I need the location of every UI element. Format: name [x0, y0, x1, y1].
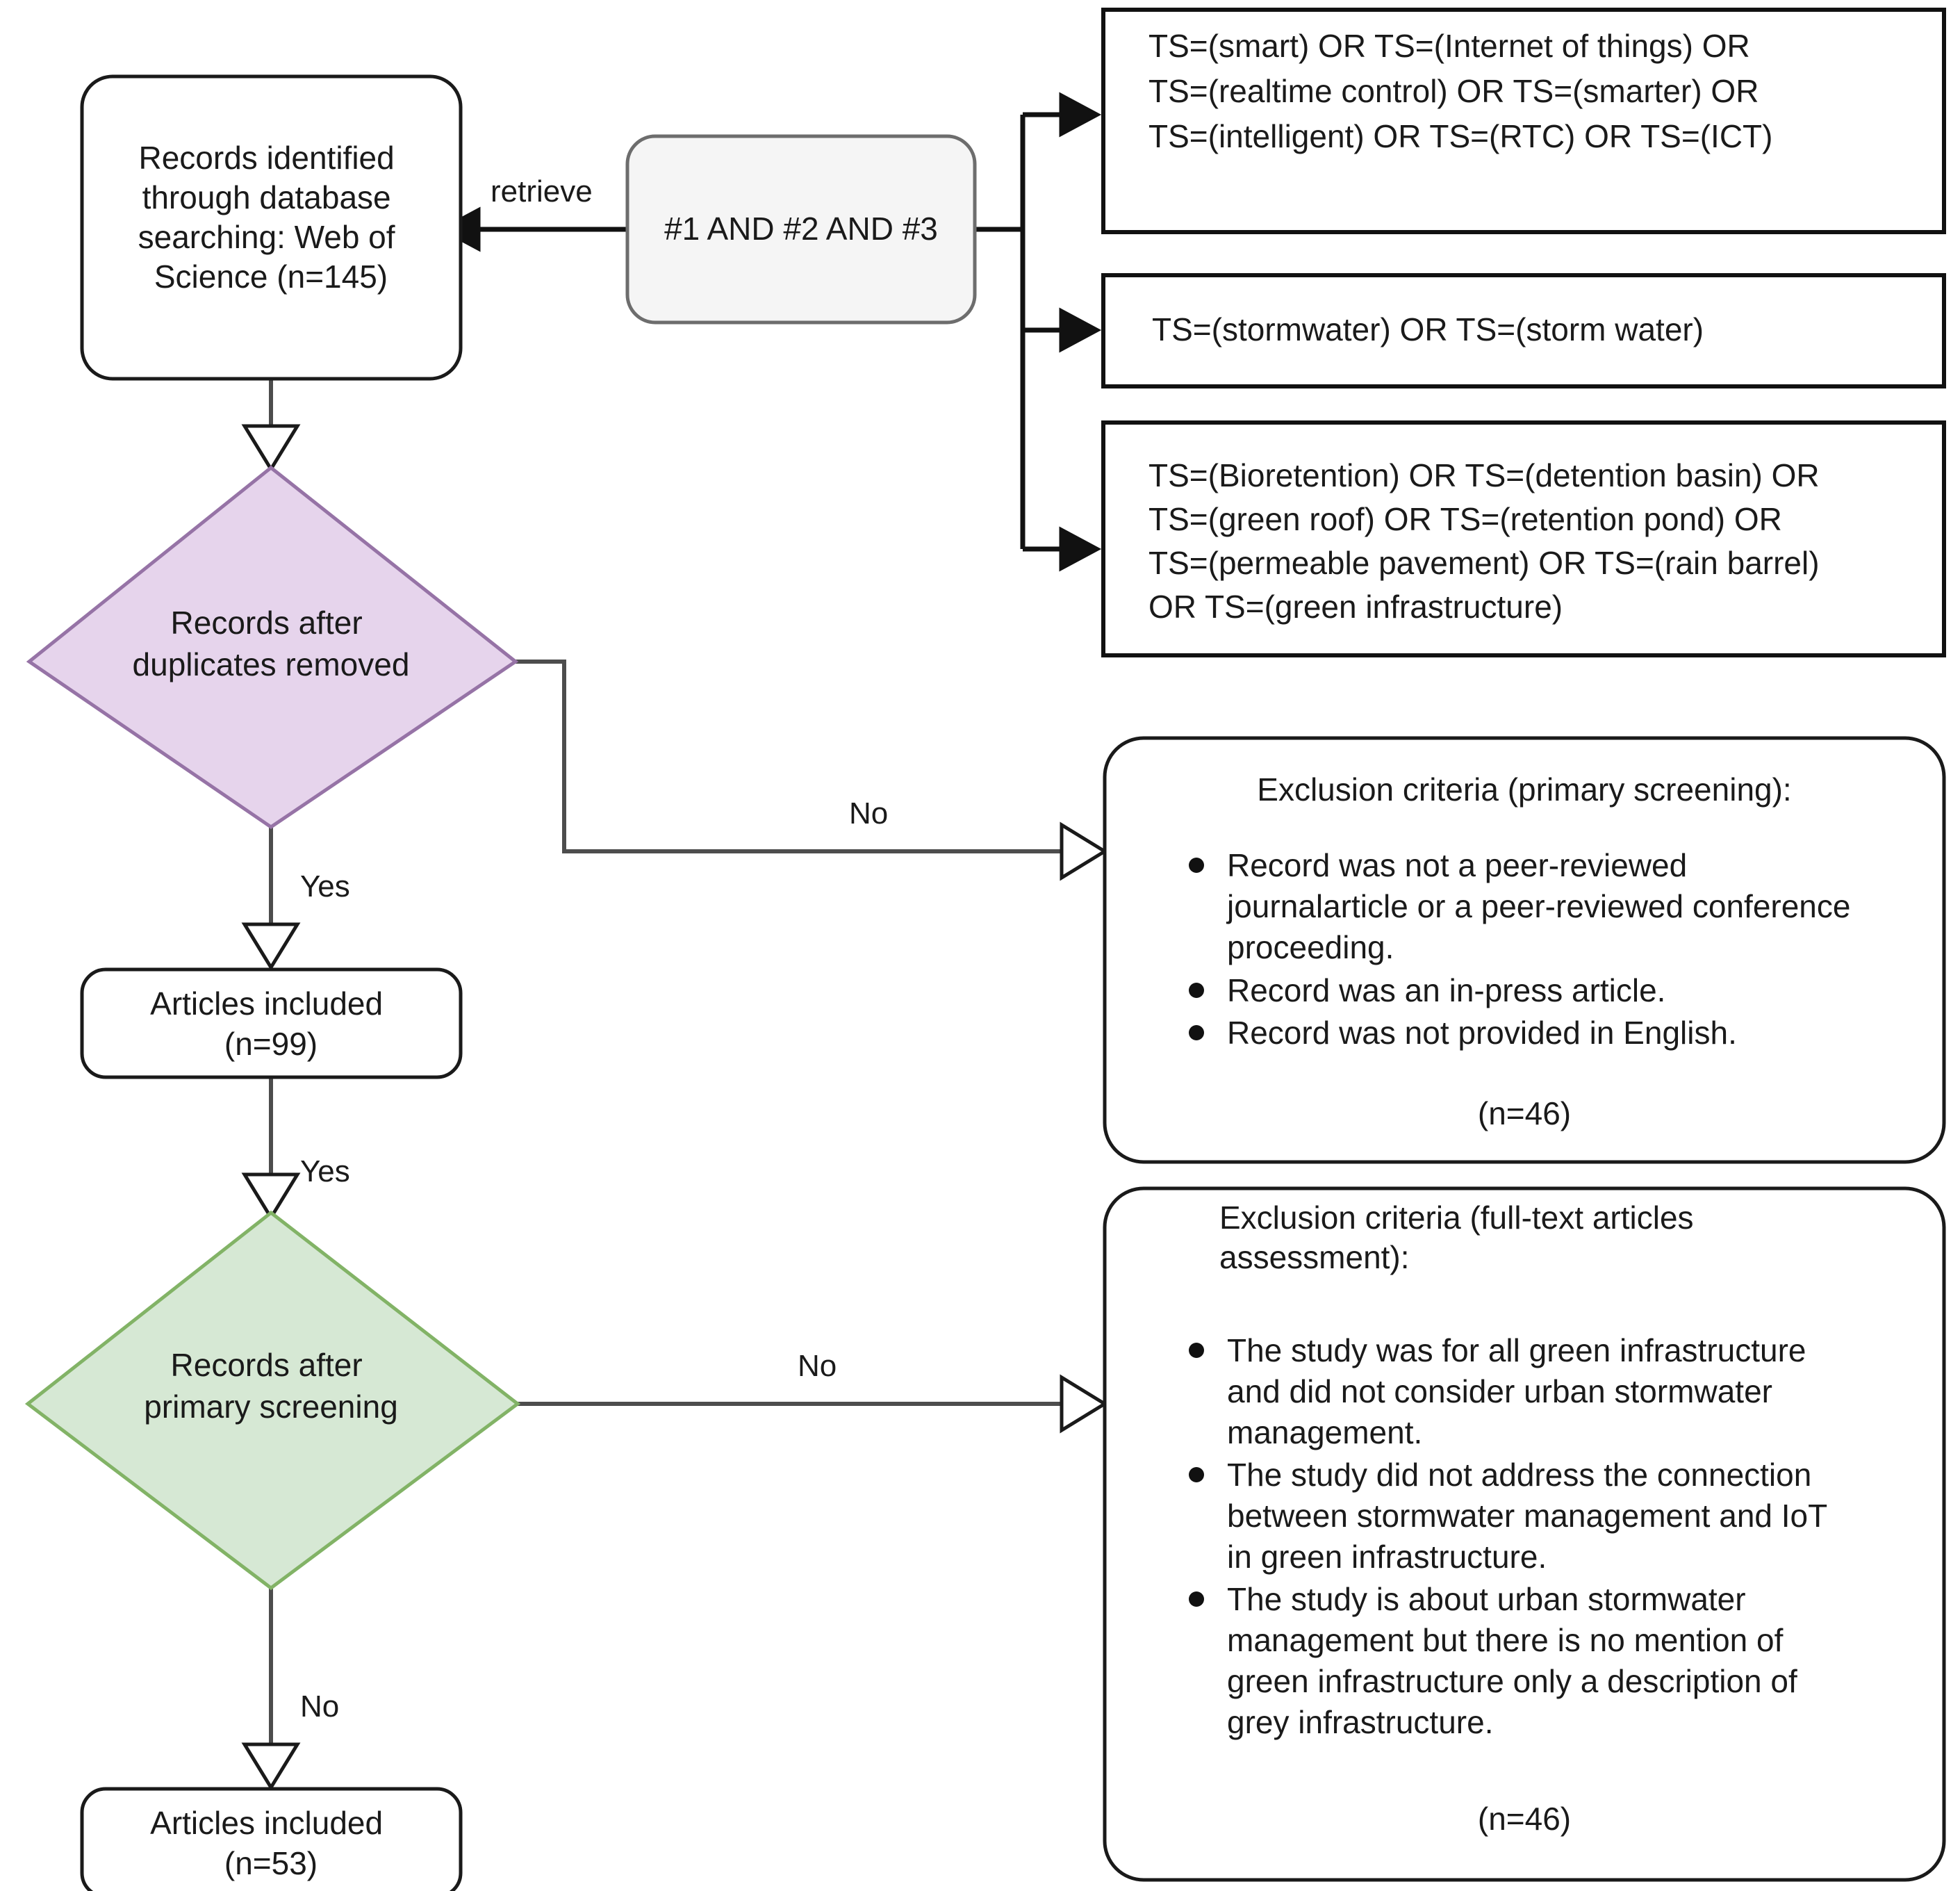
- bullet-icon: [1189, 1467, 1204, 1482]
- node-search-term-3[interactable]: TS=(Bioretention) OR TS=(detention basin…: [1101, 420, 1946, 657]
- articles-included-53-label: Articles included (n=53): [150, 1805, 392, 1881]
- query-combo-box[interactable]: [625, 134, 977, 325]
- edge-query-to-terms: [974, 92, 1101, 571]
- search-term-2-box[interactable]: [1101, 273, 1946, 388]
- edge-screening-no: [518, 1377, 1105, 1430]
- exclusion-primary-bullet-3: Record was not provided in English.: [1227, 1015, 1737, 1051]
- bullet-icon: [1189, 1591, 1204, 1607]
- node-exclusion-fulltext[interactable]: Exclusion criteria (full-text articles a…: [1103, 1186, 1946, 1882]
- node-search-term-1[interactable]: TS=(smart) OR TS=(Internet of things) OR…: [1101, 8, 1946, 234]
- exclusion-primary-heading: Exclusion criteria (primary screening):: [1257, 771, 1791, 808]
- bullet-icon: [1189, 1343, 1204, 1358]
- search-term-3-box[interactable]: [1101, 420, 1946, 657]
- node-primary-screening-decision[interactable]: Records after primary screening: [24, 1210, 521, 1591]
- edge-retrieve: [439, 207, 629, 252]
- duplicates-decision-label: Records after duplicates removed: [133, 605, 410, 682]
- exclusion-primary-bullet-2: Record was an in-press article.: [1227, 972, 1665, 1008]
- node-articles-included-99[interactable]: Articles included (n=99): [80, 967, 463, 1079]
- edge-articles99-to-screening: [245, 1077, 297, 1218]
- query-combo-label: #1 AND #2 AND #3: [664, 211, 938, 247]
- exclusion-fulltext-bullet-3: The study is about urban stormwater mana…: [1227, 1581, 1806, 1740]
- edge-label-final-no: No: [300, 1689, 339, 1724]
- edge-label-screening-no: No: [798, 1349, 837, 1383]
- edge-label-retrieve: retrieve: [491, 174, 593, 208]
- primary-screening-diamond[interactable]: [24, 1210, 521, 1591]
- exclusion-fulltext-box[interactable]: [1103, 1186, 1946, 1882]
- search-term-3-label: TS=(Bioretention) OR TS=(detention basin…: [1148, 457, 1828, 625]
- search-term-1-label: TS=(smart) OR TS=(Internet of things) OR…: [1148, 28, 1772, 154]
- primary-screening-label: Records after primary screening: [144, 1347, 398, 1425]
- node-duplicates-decision[interactable]: Records after duplicates removed: [26, 465, 519, 830]
- edge-screening-final-no: [245, 1588, 297, 1787]
- search-term-2-label: TS=(stormwater) OR TS=(storm water): [1152, 311, 1704, 347]
- node-articles-included-53[interactable]: Articles included (n=53): [80, 1787, 463, 1891]
- node-exclusion-primary[interactable]: Exclusion criteria (primary screening): …: [1103, 736, 1946, 1164]
- node-records-identified[interactable]: Records identified through database sear…: [80, 74, 463, 381]
- articles-included-53-box[interactable]: [80, 1787, 463, 1891]
- edge-records-to-duplicates: [245, 379, 297, 469]
- node-query-combo[interactable]: #1 AND #2 AND #3: [625, 134, 977, 325]
- records-identified-box[interactable]: [80, 74, 463, 381]
- bullet-icon: [1189, 983, 1204, 998]
- exclusion-fulltext-bullet-2: The study did not address the connection…: [1227, 1457, 1836, 1575]
- records-identified-label: Records identified through database sear…: [138, 140, 404, 295]
- edge-label-duplicates-no: No: [849, 796, 888, 830]
- edge-label-screening-yes: Yes: [300, 1154, 350, 1188]
- exclusion-fulltext-heading: Exclusion criteria (full-text articles a…: [1219, 1200, 1702, 1275]
- edge-duplicates-yes: [245, 827, 297, 967]
- bullet-icon: [1189, 1025, 1204, 1040]
- search-term-1-box[interactable]: [1101, 8, 1946, 234]
- exclusion-primary-box[interactable]: [1103, 736, 1946, 1164]
- exclusion-fulltext-count: (n=46): [1478, 1801, 1571, 1837]
- exclusion-primary-count: (n=46): [1478, 1095, 1571, 1131]
- exclusion-fulltext-bullet-1: The study was for all green infrastructu…: [1227, 1332, 1815, 1450]
- node-search-term-2[interactable]: TS=(stormwater) OR TS=(storm water): [1101, 273, 1946, 388]
- articles-included-99-box[interactable]: [80, 967, 463, 1079]
- exclusion-primary-bullet-1: Record was not a peer-reviewed journalar…: [1226, 847, 1859, 965]
- duplicates-decision-diamond[interactable]: [26, 465, 519, 830]
- edge-duplicates-no: [514, 660, 1105, 878]
- articles-included-99-label: Articles included (n=99): [150, 985, 392, 1062]
- bullet-icon: [1189, 858, 1204, 873]
- edge-label-duplicates-yes: Yes: [300, 869, 350, 903]
